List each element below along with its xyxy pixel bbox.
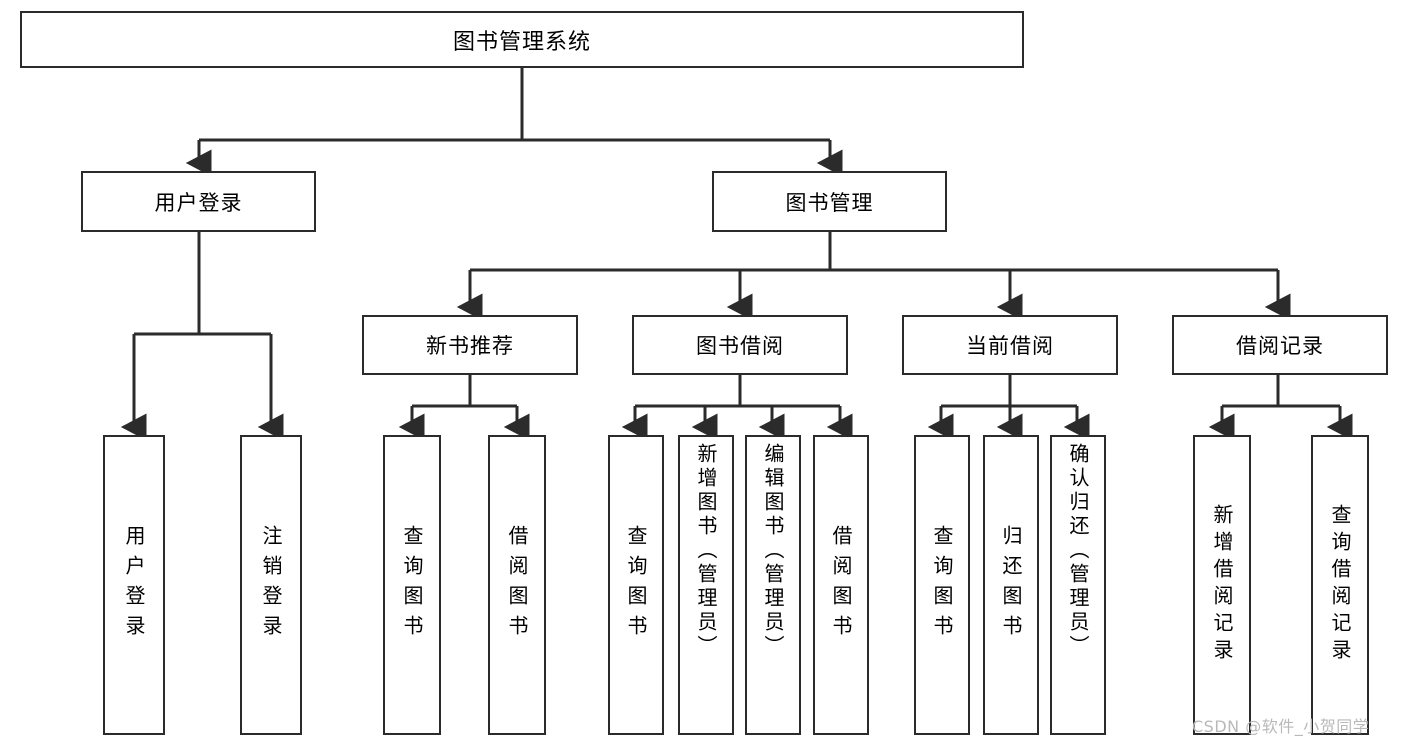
node-leaf-borrow-book-borrow[interactable]: 借阅图书 bbox=[813, 435, 869, 735]
node-leaf-return-book[interactable]: 归还图书 bbox=[983, 435, 1039, 735]
node-leaf-query-book-current[interactable]: 查询图书 bbox=[914, 435, 970, 735]
node-new-book-recommend[interactable]: 新书推荐 bbox=[362, 315, 578, 375]
node-leaf-add-borrow-record[interactable]: 新增借阅记录 bbox=[1193, 435, 1251, 735]
csdn-watermark: CSDN @软件_小贺同学 bbox=[1192, 717, 1370, 736]
node-leaf-edit-book-admin[interactable]: 编辑图书（管理员） bbox=[745, 435, 801, 735]
node-current-borrow[interactable]: 当前借阅 bbox=[902, 315, 1118, 375]
node-leaf-query-book-recommend[interactable]: 查询图书 bbox=[383, 435, 441, 735]
node-leaf-user-login[interactable]: 用户登录 bbox=[103, 435, 165, 735]
node-book-borrow[interactable]: 图书借阅 bbox=[632, 315, 848, 375]
node-leaf-confirm-return-admin[interactable]: 确认归还（管理员） bbox=[1050, 435, 1106, 735]
node-user-login[interactable]: 用户登录 bbox=[81, 171, 316, 232]
node-leaf-borrow-book-recommend[interactable]: 借阅图书 bbox=[488, 435, 546, 735]
node-root-book-management-system[interactable]: 图书管理系统 bbox=[20, 11, 1024, 68]
node-leaf-query-book-borrow[interactable]: 查询图书 bbox=[608, 435, 664, 735]
node-leaf-user-logout[interactable]: 注销登录 bbox=[240, 435, 302, 735]
node-leaf-add-book-admin[interactable]: 新增图书（管理员） bbox=[678, 435, 734, 735]
node-book-manage[interactable]: 图书管理 bbox=[712, 171, 947, 232]
node-borrow-record[interactable]: 借阅记录 bbox=[1172, 315, 1388, 375]
node-leaf-query-borrow-record[interactable]: 查询借阅记录 bbox=[1311, 435, 1369, 735]
